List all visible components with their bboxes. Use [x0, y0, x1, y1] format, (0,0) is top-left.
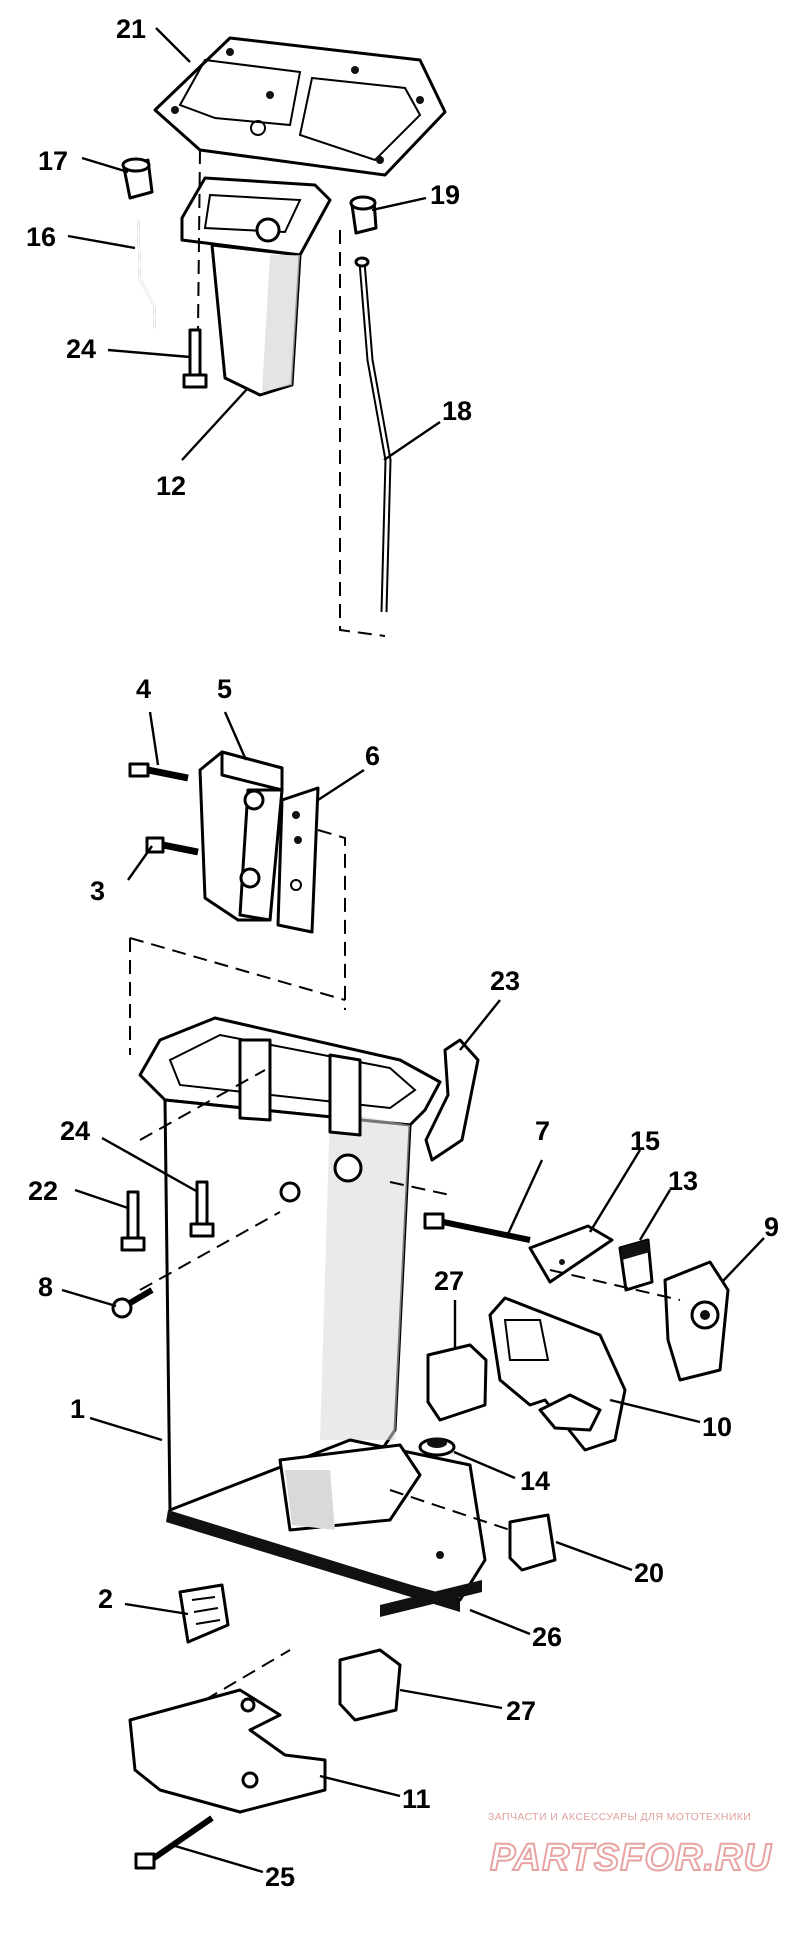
part-6-gasket: [276, 786, 320, 934]
leader-lines: [61, 27, 765, 1874]
watermark-brand: PARTSFOR.RU: [490, 1837, 772, 1879]
callout-3: 3: [90, 876, 105, 906]
part-14-grommet: [418, 1437, 456, 1457]
callout-27-upper: 27: [434, 1266, 464, 1296]
callout-19: 19: [430, 180, 460, 210]
watermark-tagline: ЗАПЧАСТИ И АКСЕССУАРЫ ДЛЯ МОТОТЕХНИКИ: [488, 1811, 751, 1823]
part-23-bracket: [424, 1038, 480, 1162]
callout-22: 22: [28, 1176, 58, 1206]
part-24-bolt-lower: [189, 1180, 215, 1238]
part-20-cushion: [508, 1513, 557, 1572]
callout-23: 23: [490, 966, 520, 996]
part-8-screw: [111, 1287, 154, 1319]
callout-14: 14: [520, 1466, 550, 1496]
callout-2: 2: [98, 1584, 113, 1614]
callout-13: 13: [668, 1166, 698, 1196]
callout-10: 10: [702, 1412, 732, 1442]
part-11-lower-cover: [128, 1688, 327, 1814]
callout-17: 17: [38, 146, 68, 176]
part-27-cushion-upper: [426, 1343, 488, 1422]
callout-8: 8: [38, 1272, 53, 1302]
callout-labels: 21 17 19 16 24 12 18 4 5 6 3 23 24 22 8 …: [26, 14, 779, 1892]
callout-18: 18: [442, 396, 472, 426]
callout-12: 12: [156, 471, 186, 501]
part-2-decal: [178, 1583, 230, 1644]
callout-27-lower: 27: [506, 1696, 536, 1726]
part-12-exhaust-housing: [180, 176, 332, 397]
part-3-bolt: [145, 836, 199, 856]
part-24-bolt-upper: [182, 328, 208, 389]
watermark: ЗАПЧАСТИ И АКСЕССУАРЫ ДЛЯ МОТОТЕХНИКИ PA…: [488, 1811, 772, 1880]
callout-15: 15: [630, 1126, 660, 1156]
callout-9: 9: [764, 1212, 779, 1242]
part-25-bolt: [134, 1815, 214, 1870]
part-7-bolt: [423, 1212, 531, 1243]
part-13-block: [618, 1238, 654, 1292]
callout-20: 20: [634, 1558, 664, 1588]
part-4-bolt: [128, 762, 189, 782]
callout-24-lower: 24: [60, 1116, 90, 1146]
callout-1: 1: [70, 1394, 85, 1424]
callout-7: 7: [535, 1116, 550, 1146]
part-22-bolt: [120, 1190, 146, 1252]
part-19-grommet: [349, 195, 378, 235]
callout-24-upper: 24: [66, 334, 96, 364]
part-21-gasket: [153, 36, 447, 177]
callout-16: 16: [26, 222, 56, 252]
part-9-mount: [663, 1260, 730, 1382]
part-27-cushion-lower: [338, 1648, 402, 1722]
part-17-grommet: [121, 157, 154, 200]
part-15-plate: [528, 1224, 614, 1284]
callout-26: 26: [532, 1622, 562, 1652]
part-16-tube: [137, 217, 156, 331]
callout-21: 21: [116, 14, 146, 44]
callout-25: 25: [265, 1862, 295, 1892]
callout-5: 5: [217, 674, 232, 704]
part-1-driveshaft-housing: [138, 1016, 487, 1617]
part-5-cover: [198, 750, 284, 922]
part-18-long-tube: [354, 256, 392, 613]
callout-11: 11: [402, 1784, 431, 1814]
part-10-mount-bracket: [488, 1296, 627, 1452]
callout-4: 4: [136, 674, 151, 704]
callout-6: 6: [365, 741, 380, 771]
